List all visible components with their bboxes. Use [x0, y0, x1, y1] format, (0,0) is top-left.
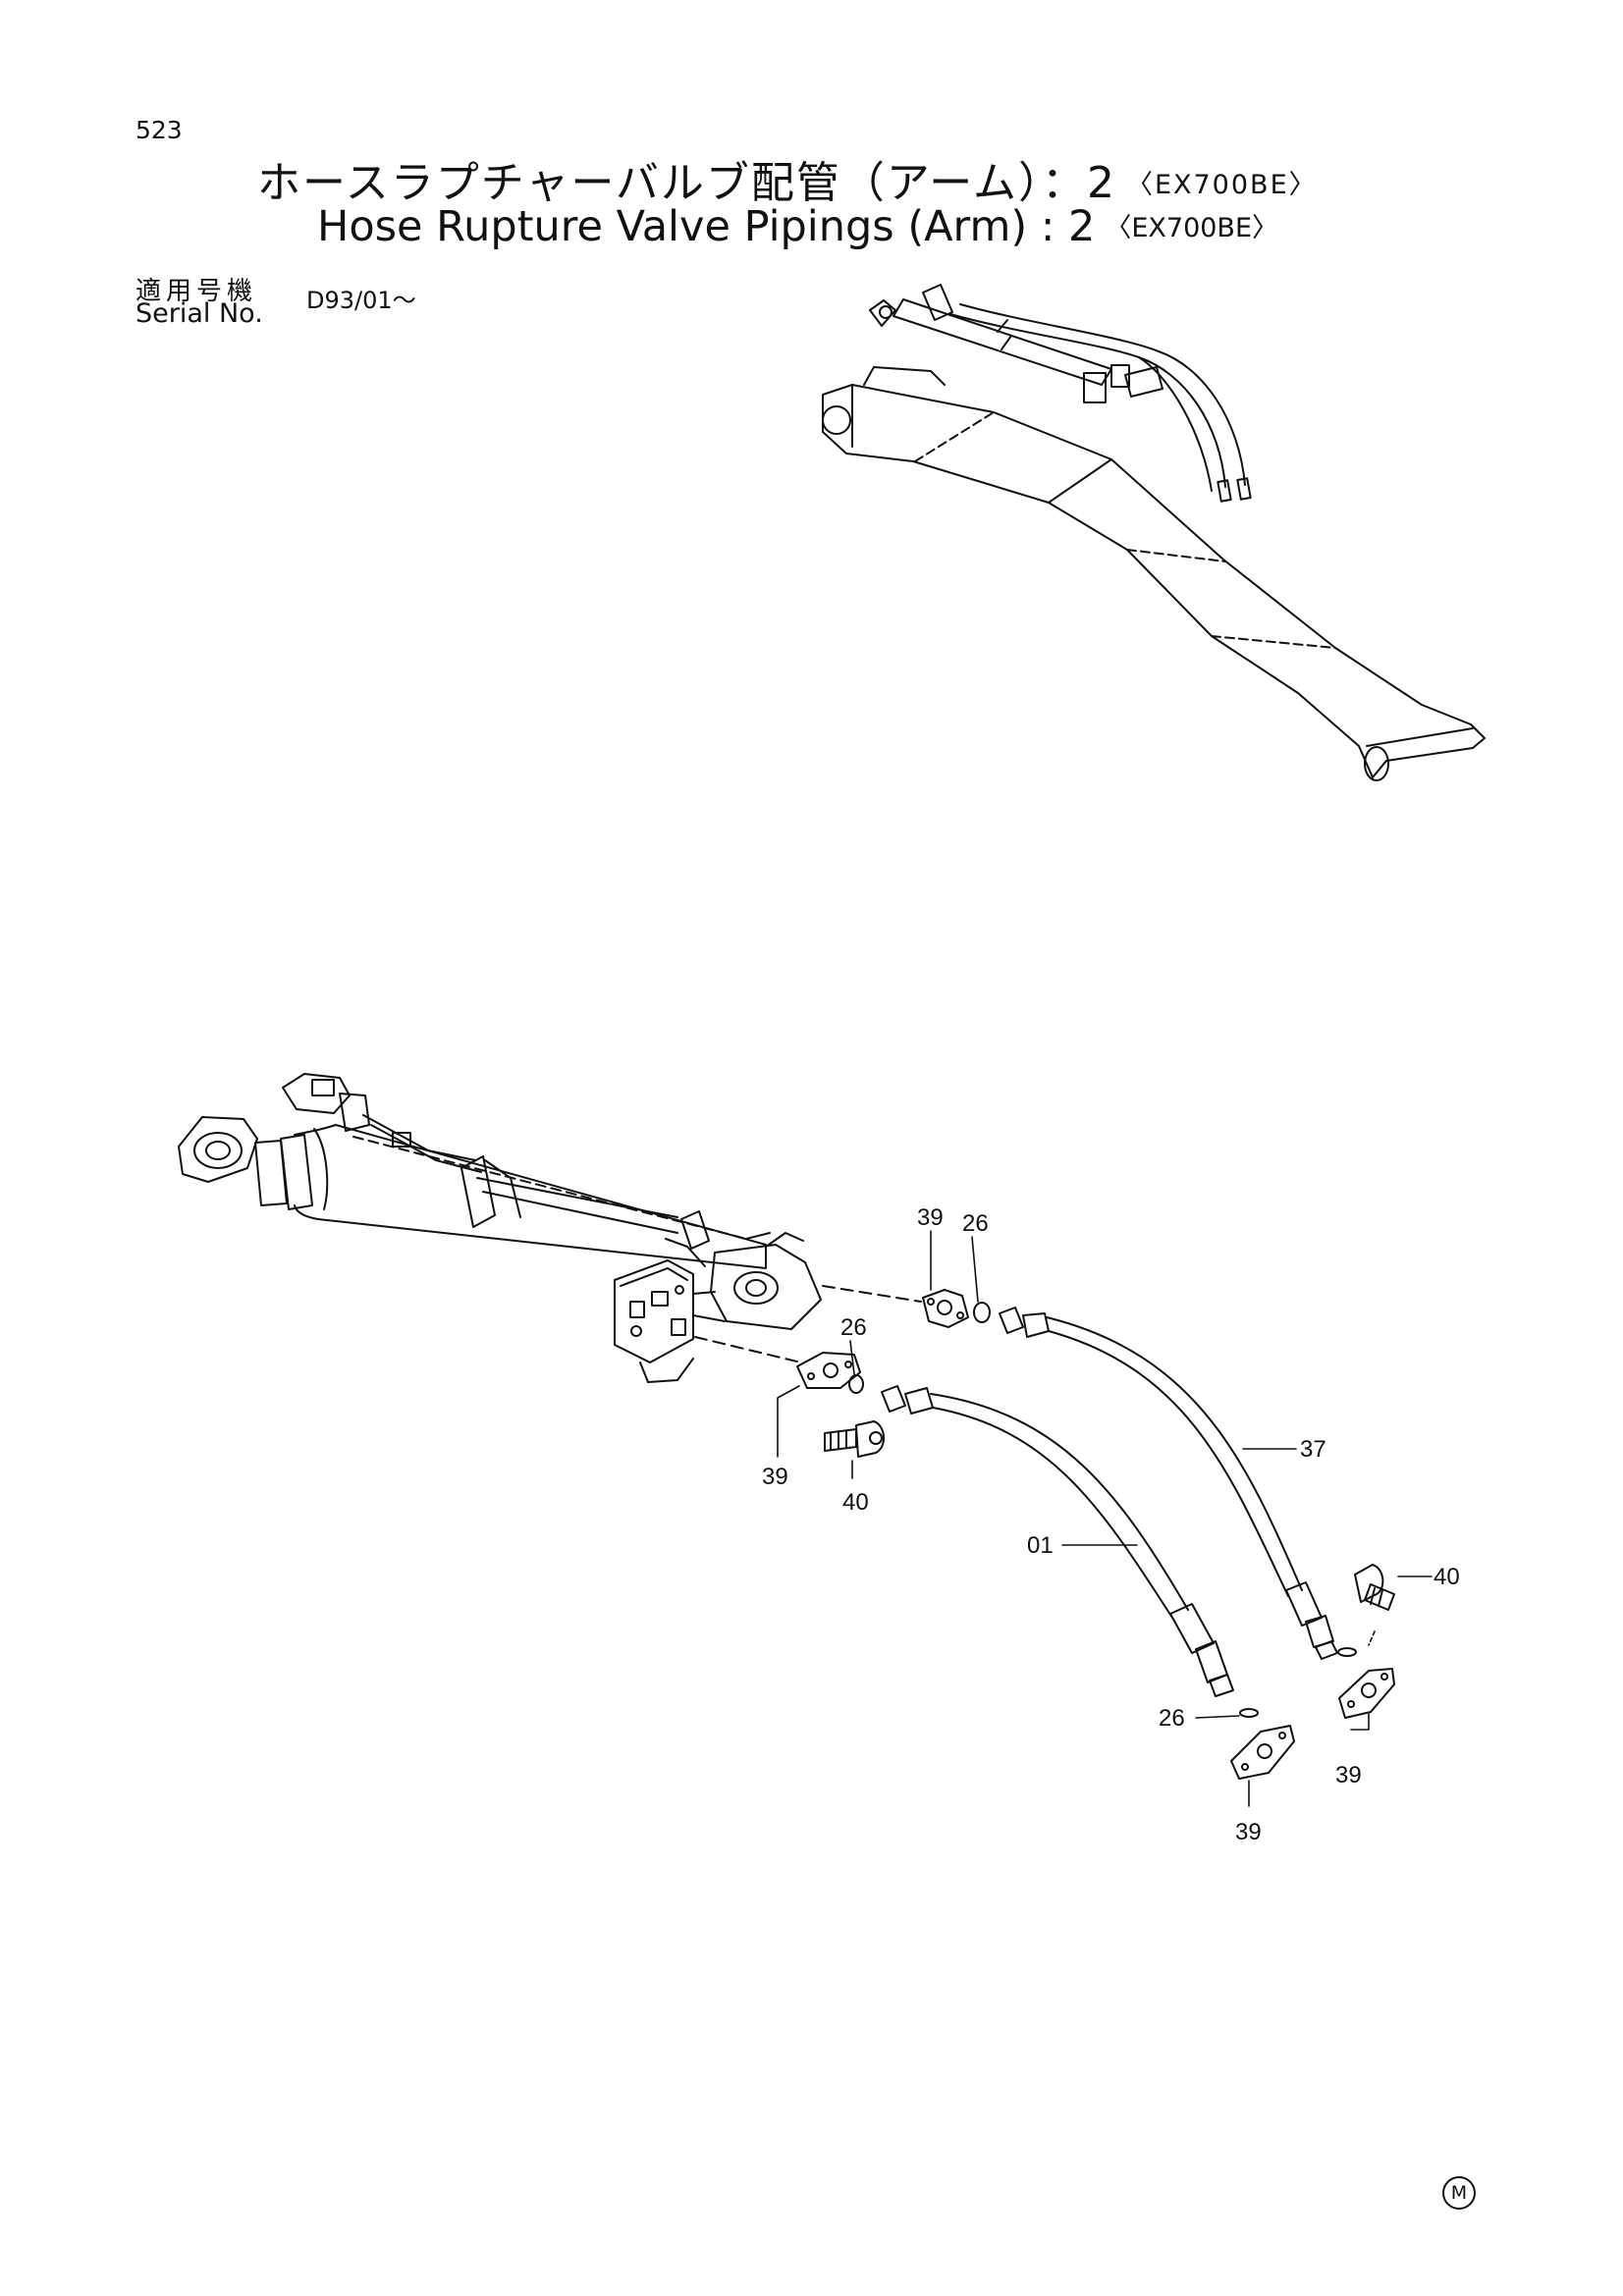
callout-26-mid: 26	[840, 1314, 867, 1341]
bolt-left	[824, 1420, 885, 1458]
flange-left	[796, 1352, 861, 1389]
o-ring-bottom	[1239, 1708, 1259, 1718]
callout-39-left: 39	[762, 1464, 788, 1490]
serial-value: D93/01～	[306, 287, 416, 314]
callout-39-bottom: 39	[1235, 1819, 1262, 1845]
o-ring-right	[1337, 1647, 1357, 1657]
flange-right	[1338, 1668, 1395, 1719]
manufacturer-mark: M	[1442, 2176, 1476, 2210]
cylinder-detail-illustration	[178, 1073, 922, 1383]
flange-bottom	[1230, 1725, 1295, 1780]
model-tag: 〈EX700BE〉	[1125, 170, 1318, 200]
callout-39-bottom-right: 39	[1335, 1762, 1362, 1789]
callout-40-left: 40	[842, 1489, 869, 1516]
hose-01	[881, 1385, 1234, 1697]
callout-26-top: 26	[962, 1210, 989, 1237]
page-title-english: Hose Rupture Valve Pipings (Arm) : 2 〈EX7…	[317, 202, 1278, 251]
callout-37: 37	[1300, 1436, 1326, 1463]
title-ja-text: ホースラプチャーバルブ配管（アーム）：2	[257, 158, 1116, 208]
page-number: 523	[135, 116, 183, 144]
callout-01: 01	[1027, 1532, 1054, 1559]
title-en-text: Hose Rupture Valve Pipings (Arm) : 2	[317, 202, 1096, 251]
callout-26-bottom: 26	[1159, 1705, 1185, 1732]
arm-overview-illustration	[822, 284, 1486, 781]
hose-37	[999, 1307, 1338, 1660]
flange-top	[922, 1289, 969, 1328]
serial-label-japanese: 適用号機	[135, 277, 258, 306]
callout-leaders	[777, 1230, 1433, 1807]
callout-40-right: 40	[1434, 1564, 1460, 1590]
page-title-japanese: ホースラプチャーバルブ配管（アーム）：2 〈EX700BE〉	[257, 147, 1318, 210]
bolt-right	[1354, 1564, 1395, 1611]
o-ring-mid	[848, 1374, 864, 1394]
serial-label-english: Serial No.	[135, 298, 263, 329]
o-ring-top	[973, 1302, 991, 1323]
model-tag-en: 〈EX700BE〉	[1105, 213, 1279, 243]
callout-39-top: 39	[917, 1204, 944, 1231]
